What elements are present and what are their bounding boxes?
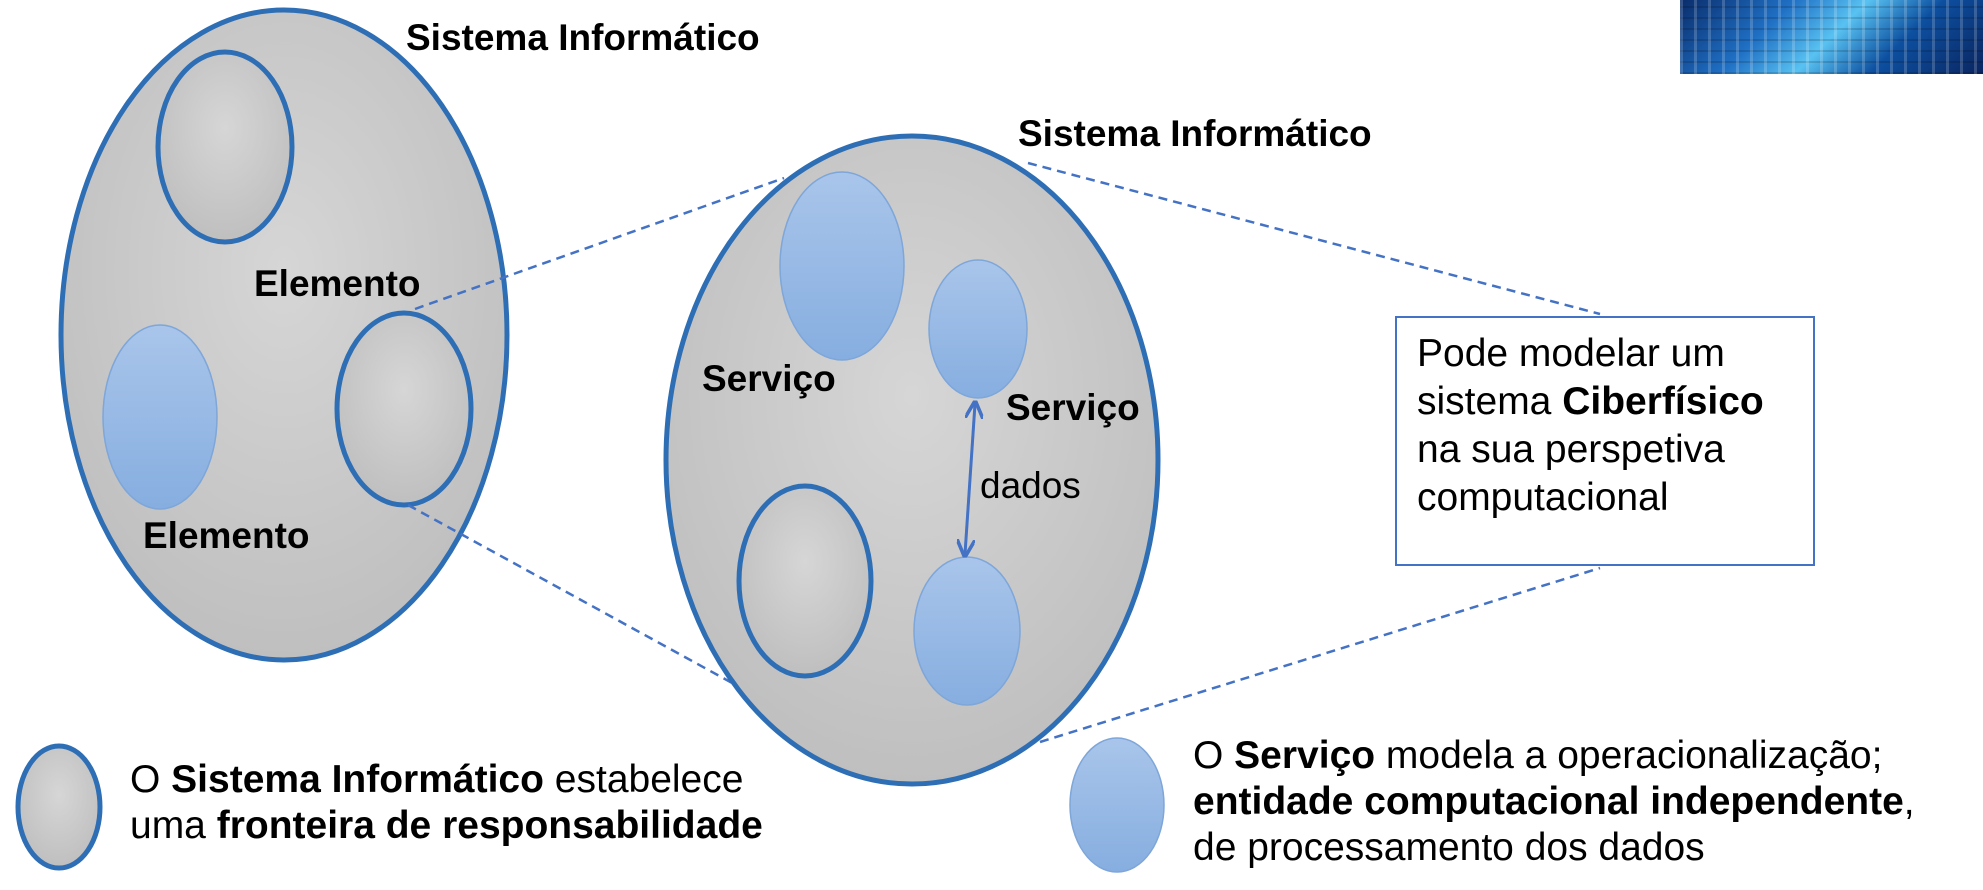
header-title: Sistema Informático bbox=[406, 17, 760, 58]
note-line-4: computacional bbox=[1417, 476, 1669, 519]
legend-service-icon bbox=[1069, 737, 1165, 873]
zoom-line-top-right bbox=[1027, 161, 1601, 316]
legend-system-text: O Sistema Informático estabelece uma fro… bbox=[130, 758, 763, 847]
cyberphysical-note-box: Pode modelar um sistema Ciberfísico na s… bbox=[1395, 316, 1815, 566]
zoom-service-top-right bbox=[928, 259, 1028, 399]
element-label-bottom: Elemento bbox=[143, 515, 310, 556]
zoom-service-bottom-right bbox=[913, 556, 1021, 706]
element-label-top: Elemento bbox=[254, 263, 421, 304]
data-flow-arrow bbox=[965, 404, 975, 554]
note-emphasis: Ciberfísico bbox=[1562, 380, 1764, 423]
zoom-element-bottom-left bbox=[736, 483, 874, 679]
zoom-line-bottom-left bbox=[407, 503, 735, 686]
service-label-left: Serviço bbox=[702, 358, 836, 399]
legend-service-text: O Serviço modela a operacionalização; en… bbox=[1193, 734, 1915, 869]
zoom-service-top-left bbox=[779, 171, 905, 361]
note-line-1: Pode modelar um bbox=[1417, 332, 1725, 375]
left-element-right bbox=[334, 310, 474, 508]
zoom-system-title: Sistema Informático bbox=[1018, 113, 1372, 154]
note-line-2: sistema Ciberfísico bbox=[1417, 380, 1764, 423]
zoom-line-top-left bbox=[414, 176, 785, 311]
data-flow-label: dados bbox=[980, 465, 1081, 506]
service-label-right: Serviço bbox=[1006, 387, 1140, 428]
note-line-3: na sua perspetiva bbox=[1417, 428, 1725, 471]
left-service-node bbox=[102, 324, 218, 510]
zoom-system-boundary bbox=[663, 133, 1161, 787]
circuit-board-thumbnail-icon bbox=[1680, 0, 1983, 74]
zoom-line-bottom-right bbox=[1039, 566, 1601, 744]
legend-system-icon bbox=[15, 743, 103, 871]
left-element-top bbox=[155, 49, 295, 245]
